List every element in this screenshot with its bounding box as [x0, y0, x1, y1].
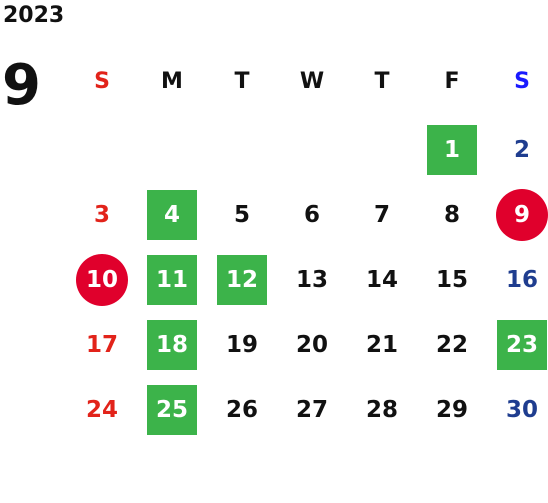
calendar-day: 28 — [365, 397, 398, 423]
calendar-day: 9 — [496, 189, 548, 241]
calendar-day: 26 — [225, 397, 258, 423]
calendar-day: 13 — [295, 267, 328, 293]
calendar-day: 11 — [147, 255, 197, 305]
weekday-header: W — [299, 68, 325, 94]
calendar-day: 21 — [365, 332, 398, 358]
weekday-header: F — [444, 68, 460, 94]
calendar-day: 23 — [497, 320, 547, 370]
calendar-day: 16 — [505, 267, 538, 293]
calendar-day: 14 — [365, 267, 398, 293]
calendar-day: 15 — [435, 267, 468, 293]
calendar-day: 7 — [373, 202, 390, 228]
calendar-day: 18 — [147, 320, 197, 370]
month-number: 9 — [2, 53, 41, 118]
weekday-header: S — [94, 68, 110, 94]
weekday-header: S — [514, 68, 530, 94]
calendar-day: 5 — [233, 202, 250, 228]
calendar-day: 29 — [435, 397, 468, 423]
calendar-day: 8 — [443, 202, 460, 228]
calendar-day: 24 — [85, 397, 118, 423]
weekday-header: T — [234, 68, 250, 94]
calendar-day: 1 — [427, 125, 477, 175]
calendar-day: 4 — [147, 190, 197, 240]
calendar-day: 2 — [513, 137, 530, 163]
weekday-header: M — [161, 68, 183, 94]
calendar-day: 30 — [505, 397, 538, 423]
calendar-day: 27 — [295, 397, 328, 423]
year-label: 2023 — [3, 3, 65, 28]
calendar-day: 19 — [225, 332, 258, 358]
calendar-day: 22 — [435, 332, 468, 358]
calendar-day: 10 — [76, 254, 128, 306]
calendar-day: 20 — [295, 332, 328, 358]
calendar-day: 25 — [147, 385, 197, 435]
calendar-day: 3 — [93, 202, 110, 228]
calendar-day: 17 — [85, 332, 118, 358]
weekday-header: T — [374, 68, 390, 94]
calendar-day: 6 — [303, 202, 320, 228]
calendar-day: 12 — [217, 255, 267, 305]
